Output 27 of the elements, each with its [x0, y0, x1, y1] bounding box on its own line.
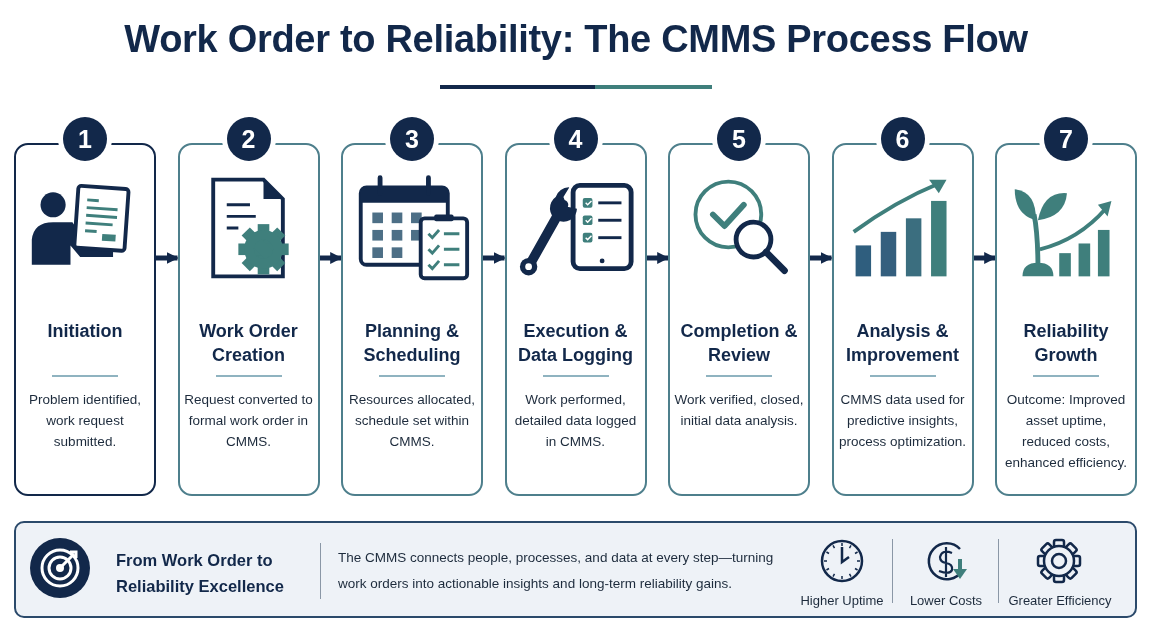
step-heading: Execution & Data Logging [517, 320, 634, 367]
benefit-label: Higher Uptime [799, 593, 885, 608]
title: Work Order to Reliability: The CMMS Process Flow [123, 18, 1029, 61]
step-description: Work performed, detailed data logged in CMMS. [513, 391, 638, 451]
step-heading: Initiation [46, 320, 124, 343]
arrow [319, 252, 343, 264]
step-description: Outcome: Improved asset uptime, reduced costs, enhanced efficiency. [1004, 391, 1128, 472]
benefit-label: Lower Costs [908, 593, 984, 608]
step-description: CMMS data used for predictive insights, process optimization. [838, 391, 967, 451]
arrow [156, 252, 179, 264]
benefit-label: Greater Efficiency [1007, 593, 1113, 608]
step-heading: Analysis & Improvement [845, 320, 960, 367]
step-heading: Completion & Review [679, 320, 799, 367]
summary-text: The CMMS connects people, processes, and data at every step—turning work orders into actionable insights and long-term reliability gains. [338, 549, 775, 593]
summary-heading: From Work Order to Reliability Excellence [116, 550, 285, 597]
step-heading: Reliability Growth [1022, 320, 1110, 367]
step-heading: Work Order Creation [198, 320, 299, 367]
step-description: Request converted to formal work order in CMMS. [183, 391, 314, 451]
arrow [973, 252, 997, 264]
summary-panel [14, 521, 1137, 618]
arrow [646, 252, 670, 264]
step-heading: Planning & Scheduling [362, 320, 462, 367]
step-description: Problem identified, work request submitted. [28, 391, 142, 451]
arrow [810, 252, 833, 264]
step-description: Work verified, closed, initial data analysis. [674, 391, 804, 430]
step-description: Resources allocated, schedule set within CMMS. [347, 391, 477, 451]
arrow [483, 252, 506, 264]
